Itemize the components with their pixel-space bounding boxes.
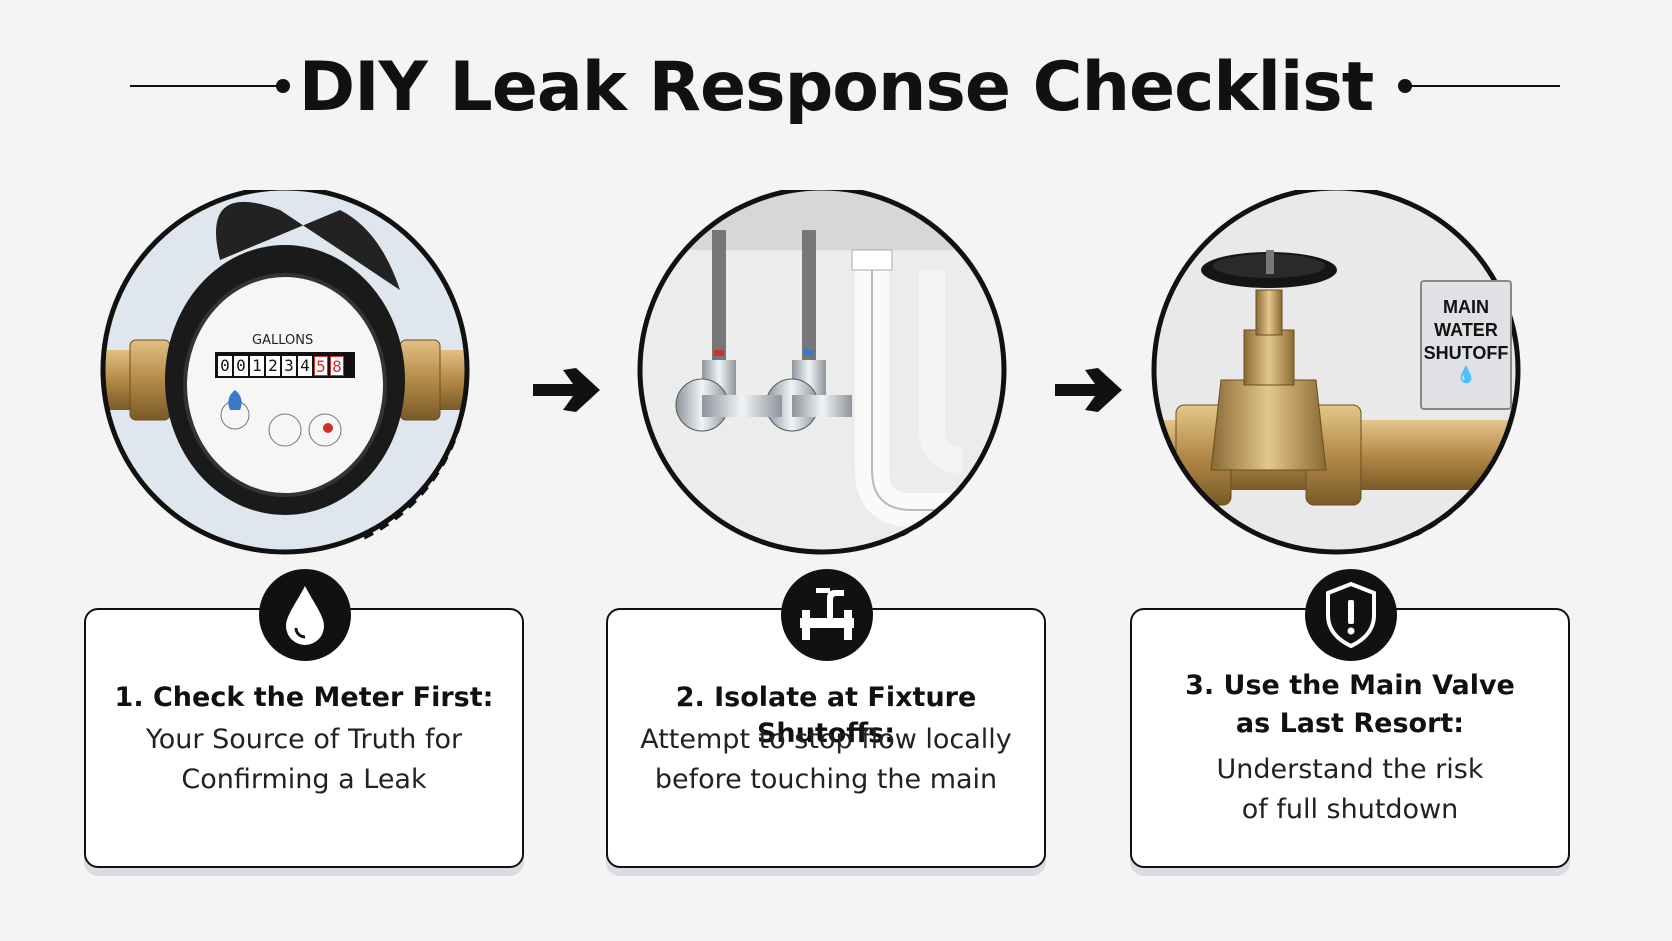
step-3-desc-line2: of full shutdown	[1241, 794, 1459, 825]
step-3: MAIN WATER SHUTOFF 💧 3. Use the Main Val…	[1126, 190, 1596, 870]
sign-drop-icon: 💧	[1456, 367, 1476, 384]
arrow-right-icon	[1055, 368, 1122, 412]
step-3-card: 3. Use the Main Valve as Last Resort: Un…	[1130, 608, 1570, 868]
step-3-title-line1: 3. Use the Main Valve	[1185, 670, 1515, 701]
step-1-title: 1. Check the Meter First:	[114, 682, 494, 713]
step-1-desc-line2: Confirming a Leak	[181, 764, 427, 795]
sign-line-3: SHUTOFF	[1423, 343, 1509, 363]
fixture-shutoffs-illustration	[637, 190, 1007, 555]
step-2-desc-line1: Attempt to stop flow locally	[640, 724, 1012, 755]
arrow-right-icon	[533, 368, 600, 412]
meter-digit: 3	[282, 356, 296, 376]
step-3-desc-line1: Understand the risk	[1216, 754, 1484, 785]
fixture-valve-icon	[781, 569, 873, 661]
meter-digit: 0	[218, 356, 232, 376]
title-rule-left	[130, 85, 280, 87]
shield-alert-icon	[1305, 569, 1397, 661]
title-rule-right	[1405, 85, 1560, 87]
sign-line-1: MAIN	[1443, 297, 1489, 317]
sign-line-2: WATER	[1434, 320, 1498, 340]
page-title: DIY Leak Response Checklist	[298, 48, 1374, 127]
meter-digit: 4	[298, 356, 312, 376]
meter-digit: 1	[250, 356, 264, 376]
step-2-desc-line2: before touching the main	[654, 764, 998, 795]
main-water-shutoff-sign: MAIN WATER SHUTOFF 💧	[1420, 280, 1512, 410]
meter-label: GALLONS	[252, 333, 314, 348]
step-1-desc-line1: Your Source of Truth for	[145, 724, 463, 755]
meter-digit: 8	[330, 356, 344, 376]
water-drop-icon	[259, 569, 351, 661]
meter-digit: 2	[266, 356, 280, 376]
step-1-card: 1. Check the Meter First: Your Source of…	[84, 608, 524, 868]
title-dot-left	[276, 79, 290, 93]
main-valve-illustration	[1151, 190, 1521, 555]
step-2: 2. Isolate at Fixture Shutoffs: Attempt …	[602, 190, 1072, 870]
title-row: DIY Leak Response Checklist	[0, 40, 1672, 140]
meter-digits: 0 0 1 2 3 4 5 8	[218, 356, 344, 376]
meter-digit: 5	[314, 356, 328, 376]
step-3-title-line2: as Last Resort:	[1235, 708, 1465, 739]
step-2-title: 2. Isolate at Fixture Shutoffs:	[675, 682, 977, 750]
meter-digit: 0	[234, 356, 248, 376]
step-1: GALLONS 0 0 1 2 3 4 5 8 1. Check the Met…	[80, 190, 550, 870]
